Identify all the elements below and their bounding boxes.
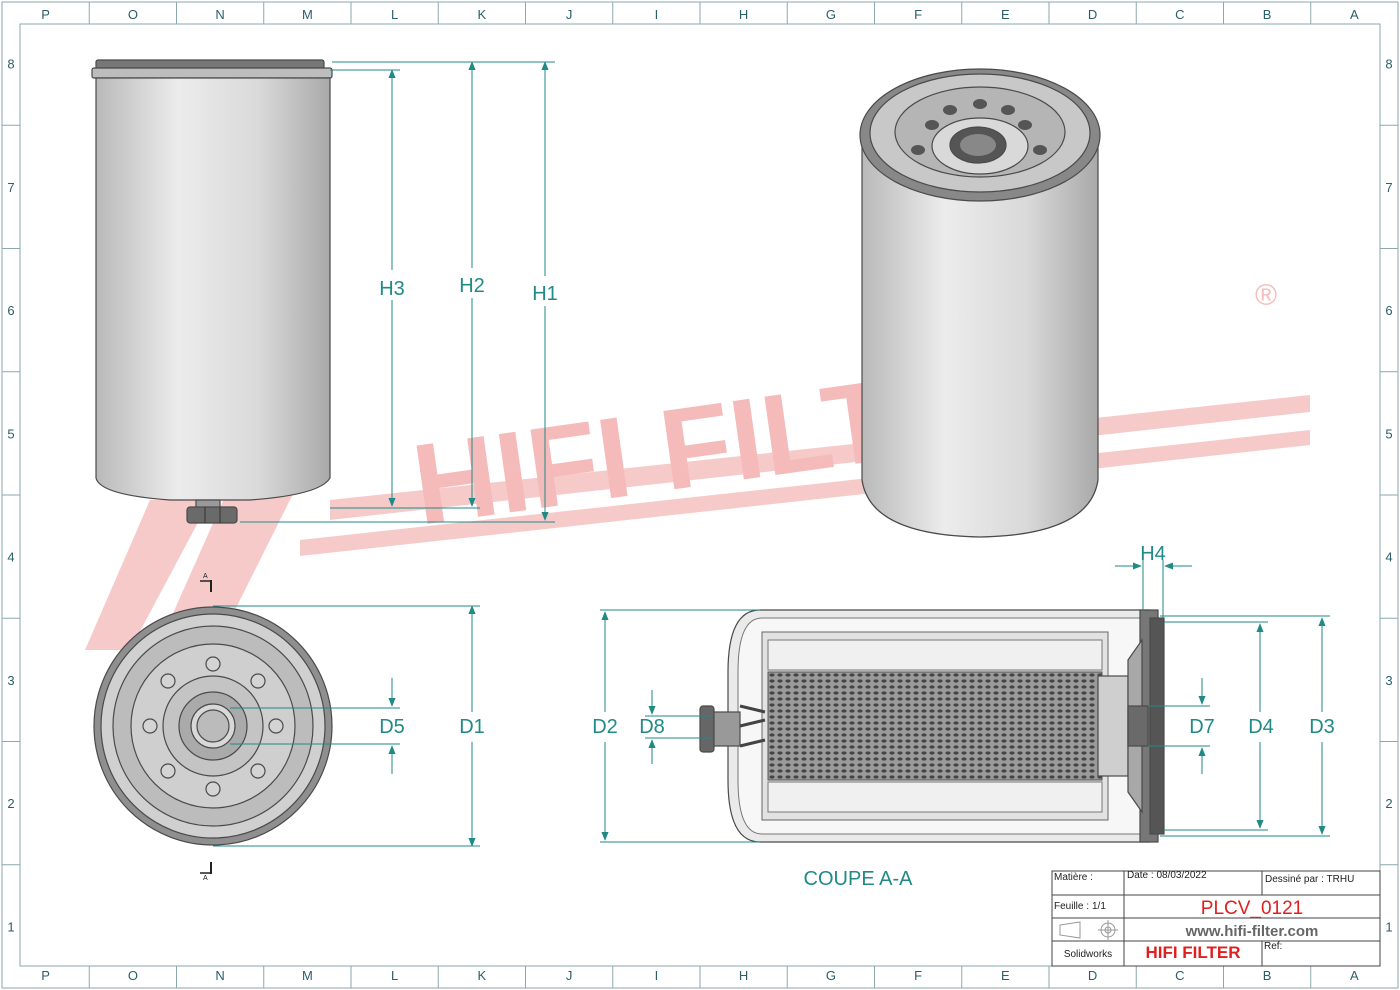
dimension-h1: H1	[532, 283, 558, 305]
grid-column-label: J	[566, 968, 573, 983]
grid-column-label: D	[1088, 7, 1097, 22]
grid-column-label: H	[739, 7, 748, 22]
website: www.hifi-filter.com	[1185, 923, 1319, 940]
grid-row-labels-right: 8 7 6 5 4 3 2 1	[1385, 57, 1392, 935]
grid-row-label: 8	[7, 57, 14, 72]
grid-column-label: A	[1350, 7, 1359, 22]
dimension-d3: D3	[1309, 716, 1335, 738]
grid-column-label: J	[566, 7, 573, 22]
grid-column-label: F	[914, 968, 922, 983]
filter-isometric-view	[859, 68, 1101, 538]
dimension-d7: D7	[1189, 716, 1215, 738]
grid-row-label: 2	[7, 796, 14, 811]
grid-column-label: F	[914, 7, 922, 22]
grid-column-label: H	[739, 968, 748, 983]
section-marker-bottom: A	[203, 875, 208, 882]
projection-symbol-icon	[1059, 920, 1118, 940]
matiere-label: Matière :	[1054, 872, 1093, 883]
grid-column-label: B	[1263, 7, 1272, 22]
dimension-d5: D5	[379, 716, 405, 738]
grid-column-label: L	[391, 968, 398, 983]
grid-row-label: 6	[1385, 303, 1392, 318]
dimension-d4: D4	[1248, 716, 1274, 738]
grid-column-label: K	[478, 968, 487, 983]
grid-column-label: P	[41, 7, 50, 22]
grid-column-label: L	[391, 7, 398, 22]
dimension-h3: H3	[379, 278, 405, 300]
grid-column-label: P	[41, 968, 50, 983]
grid-column-label: A	[1350, 968, 1359, 983]
grid-row-label: 5	[1385, 426, 1392, 441]
watermark-registered-mark: ®	[1255, 279, 1277, 312]
grid-column-label: I	[655, 7, 659, 22]
grid-column-label: E	[1001, 968, 1010, 983]
grid-column-label: G	[826, 7, 836, 22]
part-number: PLCV_0121	[1201, 898, 1303, 919]
grid-column-label: M	[302, 7, 313, 22]
grid-column-label: C	[1175, 968, 1184, 983]
dimension-d1: D1	[459, 716, 485, 738]
grid-row-label: 3	[7, 673, 14, 688]
top-view-dimensions: D5 D1	[213, 605, 492, 847]
grid-row-label: 7	[1385, 180, 1392, 195]
grid-row-label: 2	[1385, 796, 1392, 811]
dimension-d8: D8	[639, 716, 665, 738]
section-marker-top: A	[203, 573, 208, 580]
grid-row-label: 7	[7, 180, 14, 195]
grid-column-label: N	[215, 968, 224, 983]
grid-column-label: E	[1001, 7, 1010, 22]
grid-column-label: M	[302, 968, 313, 983]
height-dimensions: H3 H2 H1	[240, 61, 565, 523]
grid-row-label: 4	[7, 550, 14, 565]
date-label: Date : 08/03/2022	[1127, 870, 1207, 881]
section-view-dimensions: D2 D8 D7 D4 D3 H4	[585, 543, 1342, 843]
grid-row-label: 3	[1385, 673, 1392, 688]
grid-row-label: 1	[7, 919, 14, 934]
grid-column-label: D	[1088, 968, 1097, 983]
grid-column-label: N	[215, 7, 224, 22]
feuille-label: Feuille :	[1054, 901, 1089, 912]
grid-column-label: O	[128, 7, 138, 22]
grid-row-label: 8	[1385, 57, 1392, 72]
grid-row-label: 4	[1385, 550, 1392, 565]
feuille-value: 1/1	[1092, 901, 1106, 912]
dimension-h2: H2	[459, 275, 485, 297]
dessine-label: Dessiné par : TRHU	[1265, 874, 1354, 885]
grid-row-label: 5	[7, 426, 14, 441]
grid-column-label: I	[655, 968, 659, 983]
grid-column-label: O	[128, 968, 138, 983]
filter-top-view: A A	[93, 573, 333, 882]
grid-column-label: G	[826, 968, 836, 983]
software-label: Solidworks	[1064, 949, 1112, 960]
dimension-d2: D2	[592, 716, 618, 738]
grid-row-labels-left: 8 7 6 5 4 3 2 1	[7, 57, 14, 935]
brand-name: HIFI FILTER	[1145, 943, 1240, 962]
grid-row-label: 6	[7, 303, 14, 318]
dimension-h4: H4	[1140, 543, 1166, 565]
grid-column-label: K	[478, 7, 487, 22]
grid-column-label: C	[1175, 7, 1184, 22]
section-label: COUPE A-A	[804, 868, 914, 890]
filter-front-view	[91, 59, 333, 524]
title-block: Matière : Date : 08/03/2022 Dessiné par …	[1051, 870, 1381, 967]
grid-column-label: B	[1263, 968, 1272, 983]
filter-section-view	[699, 609, 1165, 843]
grid-row-label: 1	[1385, 919, 1392, 934]
ref-label: Ref:	[1264, 941, 1282, 952]
